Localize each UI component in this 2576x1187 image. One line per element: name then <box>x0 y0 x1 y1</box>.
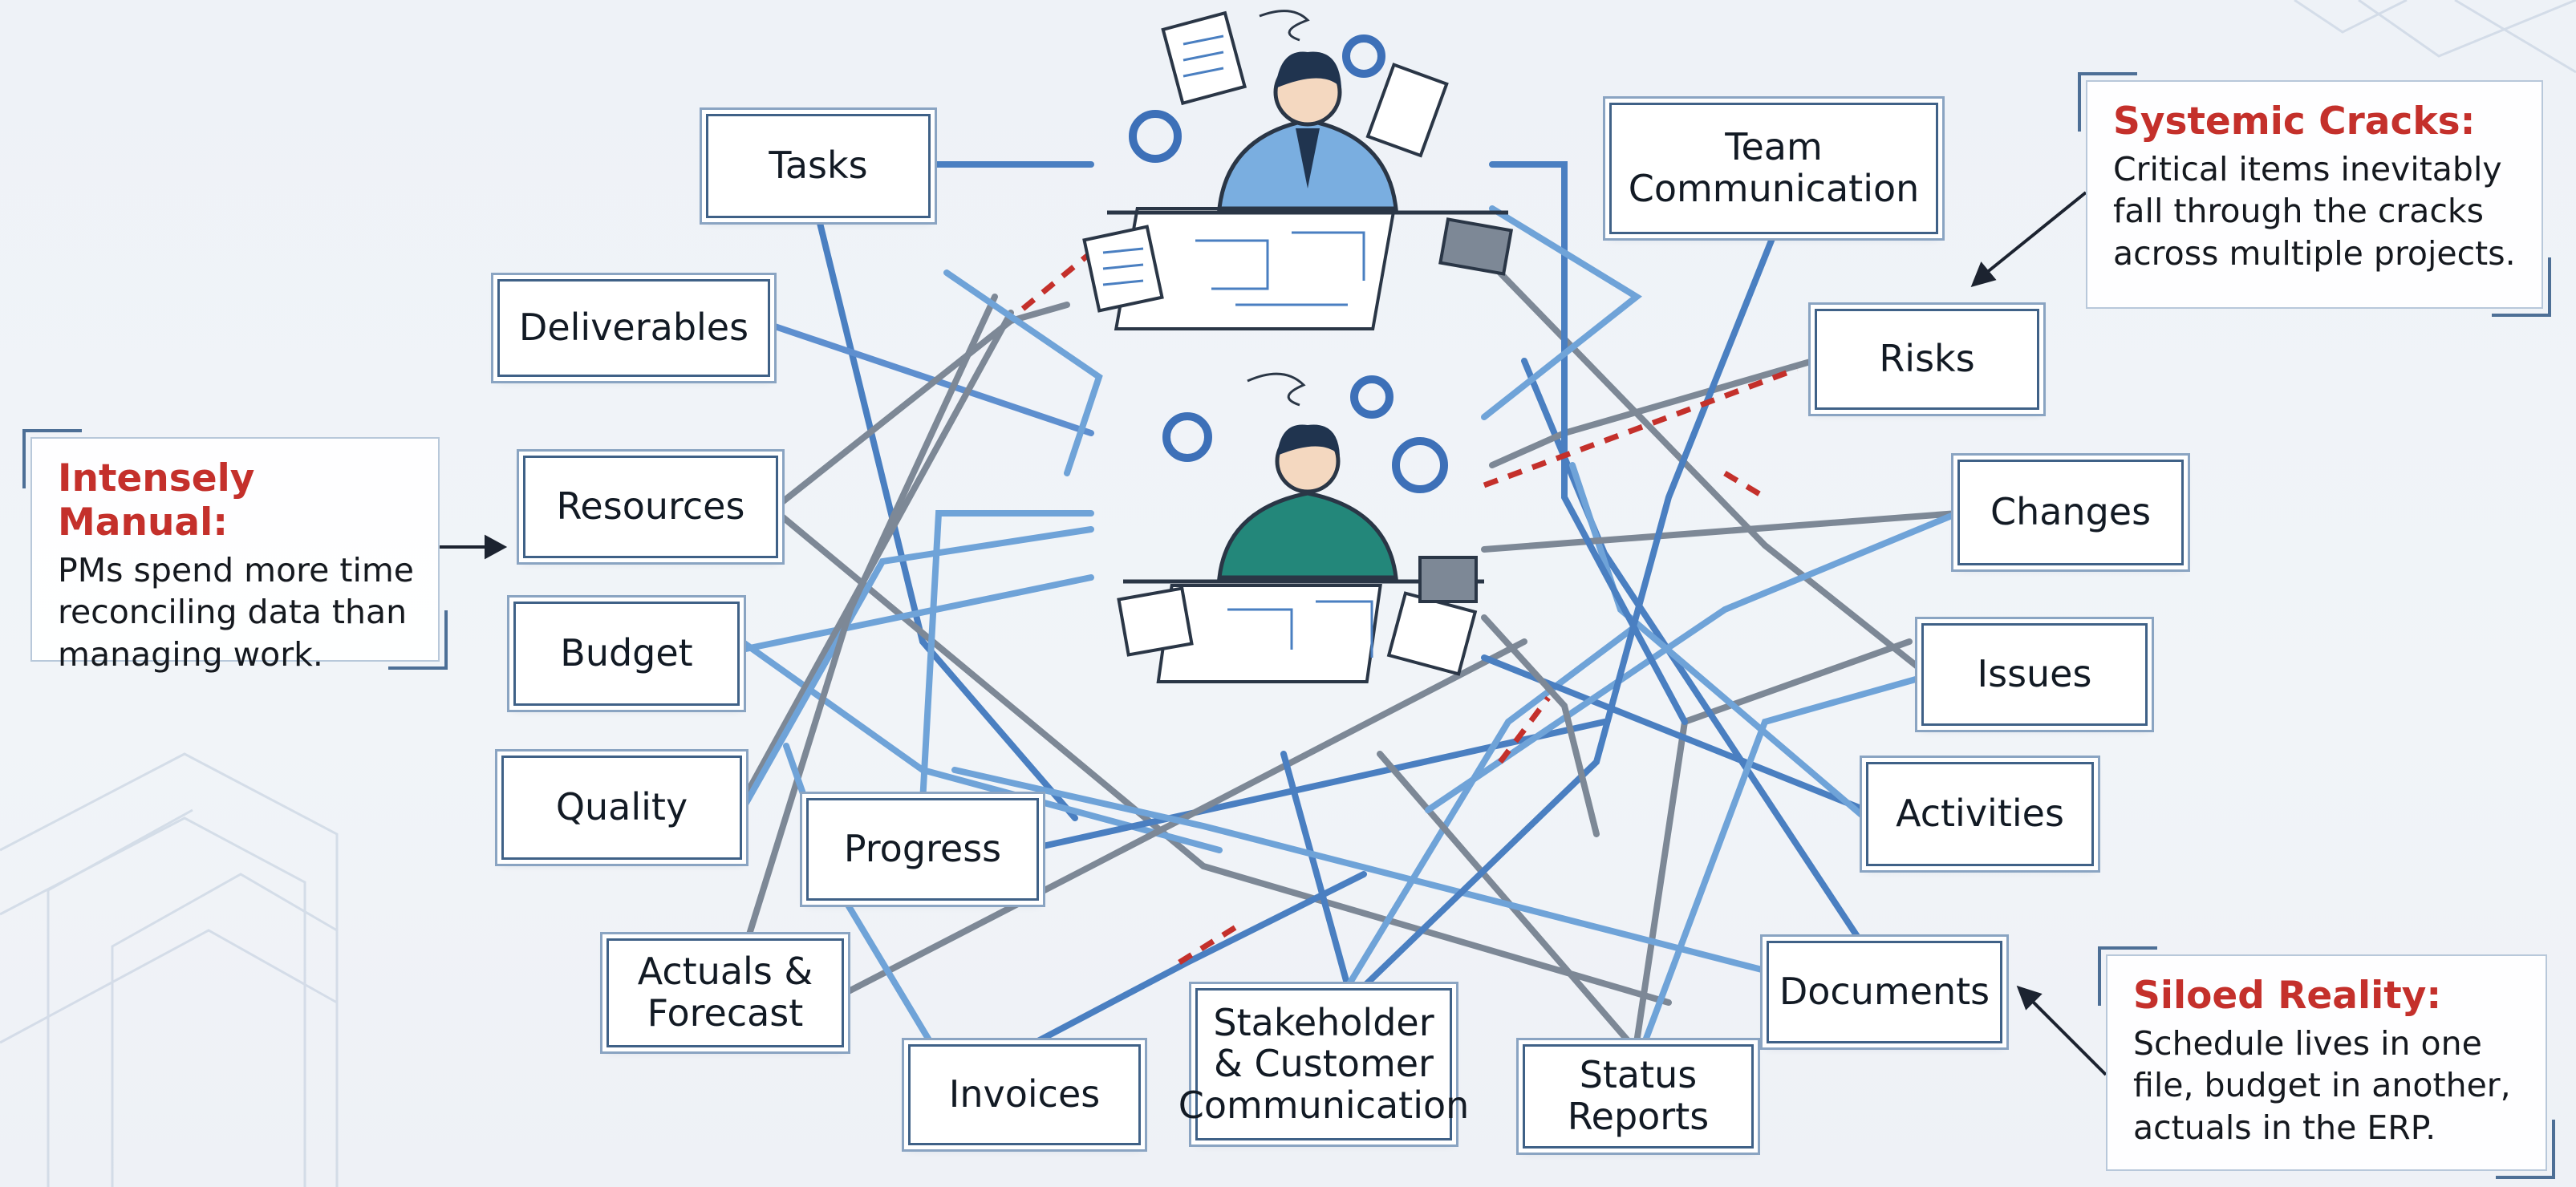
node-issues: Issues <box>1921 623 2148 726</box>
document-icon <box>1082 10 1449 313</box>
node-status-reports: Status Reports <box>1523 1044 1754 1149</box>
calculator-icon <box>1438 217 1514 276</box>
link-tasks-down <box>815 213 1078 821</box>
link-progress-2 <box>919 510 1094 805</box>
link-resources-2 <box>775 510 1672 1006</box>
note-siloed-reality: Siloed Reality: Schedule lives in one fi… <box>2098 946 2555 1179</box>
node-team-communication: Team Communication <box>1609 103 1938 234</box>
note-corner <box>2098 946 2157 1006</box>
crack-marks <box>1020 250 1799 965</box>
note-corner <box>2078 72 2137 132</box>
link-issues <box>1489 261 1925 673</box>
note-corner <box>2496 1120 2555 1179</box>
node-activities: Activities <box>1866 762 2094 866</box>
gear-icon <box>1129 34 1385 163</box>
link-activities-2 <box>1569 462 1868 821</box>
stressed-person-icon <box>1117 372 1484 683</box>
node-invoices: Invoices <box>908 1044 1141 1145</box>
link-issues-2 <box>1641 675 1925 1046</box>
link-cross-2 <box>1481 614 1600 837</box>
link-quality-2 <box>739 526 1094 813</box>
link-documents-2 <box>1521 358 1864 946</box>
link-changes <box>1481 510 1961 553</box>
note-title: Systemic Cracks: <box>2113 99 2476 144</box>
node-actuals-forecast: Actuals & Forecast <box>606 938 844 1047</box>
node-stakeholder: Stakeholder & Customer Communication <box>1178 988 1469 1140</box>
link-stakeholder <box>1280 751 1351 990</box>
link-cross-1 <box>943 269 1103 476</box>
node-deliverables: Deliverables <box>497 279 770 377</box>
link-progress <box>1040 719 1608 849</box>
person-working-icon <box>1082 10 1514 330</box>
note-intensely-manual: Intensely Manual: PMs spend more time re… <box>22 429 448 674</box>
note-systemic-cracks: Systemic Cracks: Critical items inevitab… <box>2078 72 2551 317</box>
link-team-comm-3 <box>1481 205 1642 420</box>
arrow-icon <box>440 191 2107 1076</box>
note-corner <box>388 610 448 670</box>
link-invoices <box>1032 871 1367 1046</box>
link-stakeholder-2 <box>1345 622 1640 990</box>
note-body: Critical items inevitably fall through t… <box>2113 150 2516 273</box>
note-title: Intensely Manual: <box>58 456 255 545</box>
link-deliverables <box>767 322 1094 436</box>
link-team-comm <box>1489 161 1688 725</box>
node-resources: Resources <box>523 456 778 558</box>
node-documents: Documents <box>1767 941 2002 1043</box>
note-title: Siloed Reality: <box>2133 974 2442 1018</box>
node-quality: Quality <box>501 756 742 860</box>
node-tasks: Tasks <box>706 114 931 218</box>
link-changes-2 <box>1425 510 1961 813</box>
note-body: Schedule lives in one file, budget in an… <box>2133 1024 2511 1147</box>
link-resources <box>775 302 1070 508</box>
note-body: PMs spend more time reconciling data tha… <box>58 551 415 674</box>
link-documents <box>951 767 1768 974</box>
link-budget <box>739 574 1094 653</box>
link-team-comm-2 <box>1361 233 1776 990</box>
node-progress: Progress <box>806 798 1039 901</box>
node-changes: Changes <box>1957 460 2184 565</box>
note-corner <box>2492 257 2551 317</box>
link-actuals <box>839 638 1527 998</box>
node-risks: Risks <box>1815 309 2039 410</box>
node-budget: Budget <box>513 602 740 706</box>
note-corner <box>22 429 82 488</box>
link-actuals-2 <box>735 294 998 974</box>
